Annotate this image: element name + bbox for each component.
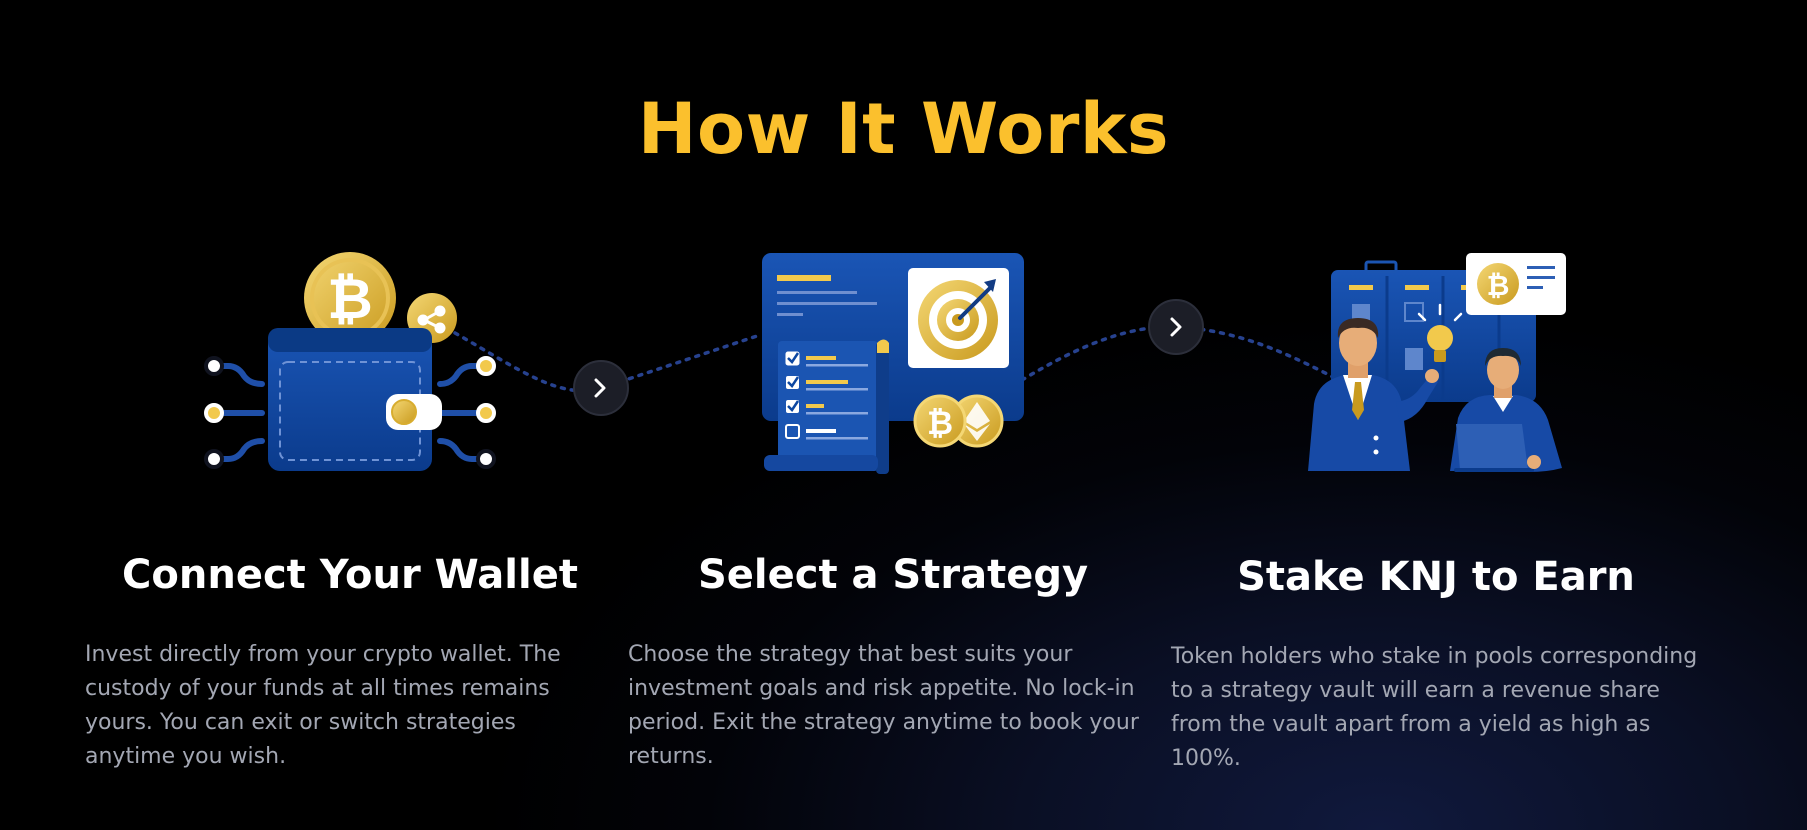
chevron-right-icon[interactable] xyxy=(1170,317,1182,337)
svg-text:₿: ₿ xyxy=(327,267,373,332)
next-step-button-1[interactable] xyxy=(573,360,629,416)
laptop-icon xyxy=(1454,424,1534,472)
step-description-connect-wallet: Invest directly from your crypto wallet.… xyxy=(85,642,561,769)
checklist-icon xyxy=(764,339,889,474)
svg-text:₿: ₿ xyxy=(1487,269,1510,302)
ethereum-icon xyxy=(950,394,1004,448)
share-icon xyxy=(407,293,457,343)
target-icon xyxy=(908,268,1009,368)
bitcoin-icon: ₿ xyxy=(1477,263,1519,305)
chevron-right-icon[interactable] xyxy=(594,378,606,398)
illustrations-layer: ₿ xyxy=(204,252,1566,474)
wallet-icon xyxy=(268,328,442,471)
step-title-select-strategy: Select a Strategy xyxy=(697,552,1089,598)
svg-text:₿: ₿ xyxy=(927,404,953,442)
bitcoin-icon: ₿ xyxy=(913,394,967,448)
lightbulb-icon xyxy=(1417,303,1463,362)
section-title: How It Works xyxy=(637,88,1170,170)
strategy-illustration: ₿ xyxy=(762,253,1024,474)
step-title-connect-wallet: Connect Your Wallet xyxy=(122,552,578,598)
next-step-button-2[interactable] xyxy=(1148,299,1204,355)
bitcoin-icon: ₿ xyxy=(304,252,396,344)
step-description-stake-knj: Token holders who stake in pools corresp… xyxy=(1171,644,1698,771)
step-title-stake-knj: Stake KNJ to Earn xyxy=(1237,554,1635,600)
stake-illustration: ₿ xyxy=(1308,253,1566,472)
step-description-select-strategy: Choose the strategy that best suits your… xyxy=(628,642,1139,769)
wallet-illustration: ₿ xyxy=(204,252,496,471)
